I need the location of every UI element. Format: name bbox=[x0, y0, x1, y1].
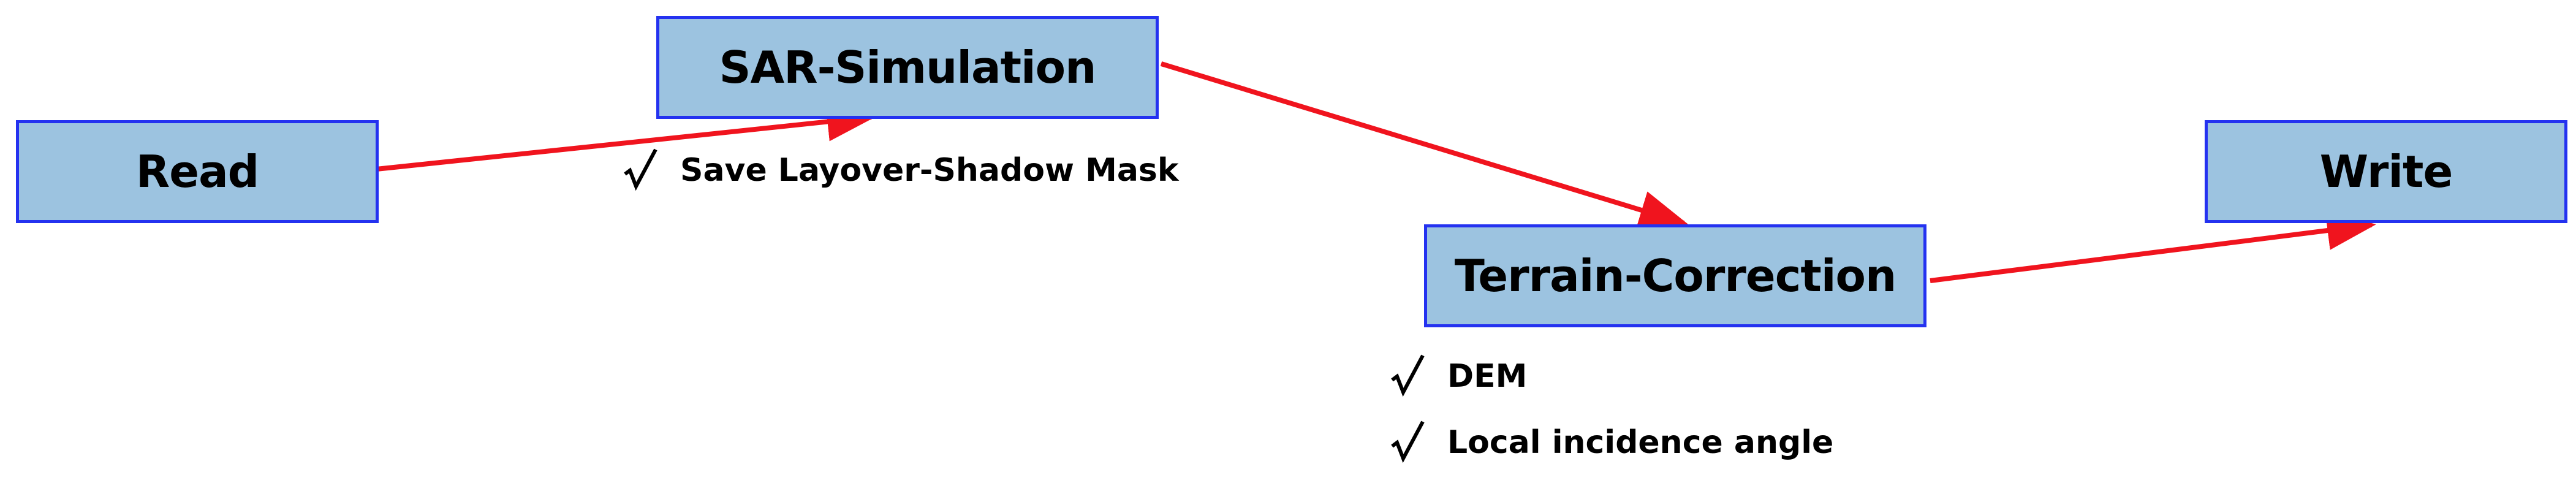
node-terrain-correction: Terrain-Correction bbox=[1424, 224, 1926, 327]
node-sar-simulation-label: SAR-Simulation bbox=[719, 42, 1097, 93]
node-sar-simulation: SAR-Simulation bbox=[656, 16, 1159, 119]
node-read-label: Read bbox=[135, 146, 259, 197]
sar-simulation-option: Save Layover-Shadow Mask bbox=[623, 146, 1178, 195]
terrain-correction-option: DEM bbox=[1390, 352, 1527, 401]
terrain-correction-option-label: Local incidence angle bbox=[1447, 424, 1834, 461]
arrow-read-to-sar-simulation bbox=[376, 102, 876, 172]
node-read: Read bbox=[16, 120, 379, 223]
check-icon bbox=[1390, 352, 1426, 401]
terrain-correction-option-label: DEM bbox=[1447, 358, 1528, 395]
node-write-label: Write bbox=[2319, 146, 2453, 197]
arrow-sar-simulation-to-terrain-correction bbox=[1160, 61, 1689, 229]
check-icon bbox=[1390, 418, 1426, 467]
node-write: Write bbox=[2205, 120, 2567, 223]
arrow-terrain-correction-to-write bbox=[1930, 211, 2376, 283]
sar-simulation-option-label: Save Layover-Shadow Mask bbox=[680, 152, 1179, 189]
check-icon bbox=[623, 146, 659, 195]
node-terrain-correction-label: Terrain-Correction bbox=[1454, 250, 1896, 302]
terrain-correction-option: Local incidence angle bbox=[1390, 418, 1833, 467]
